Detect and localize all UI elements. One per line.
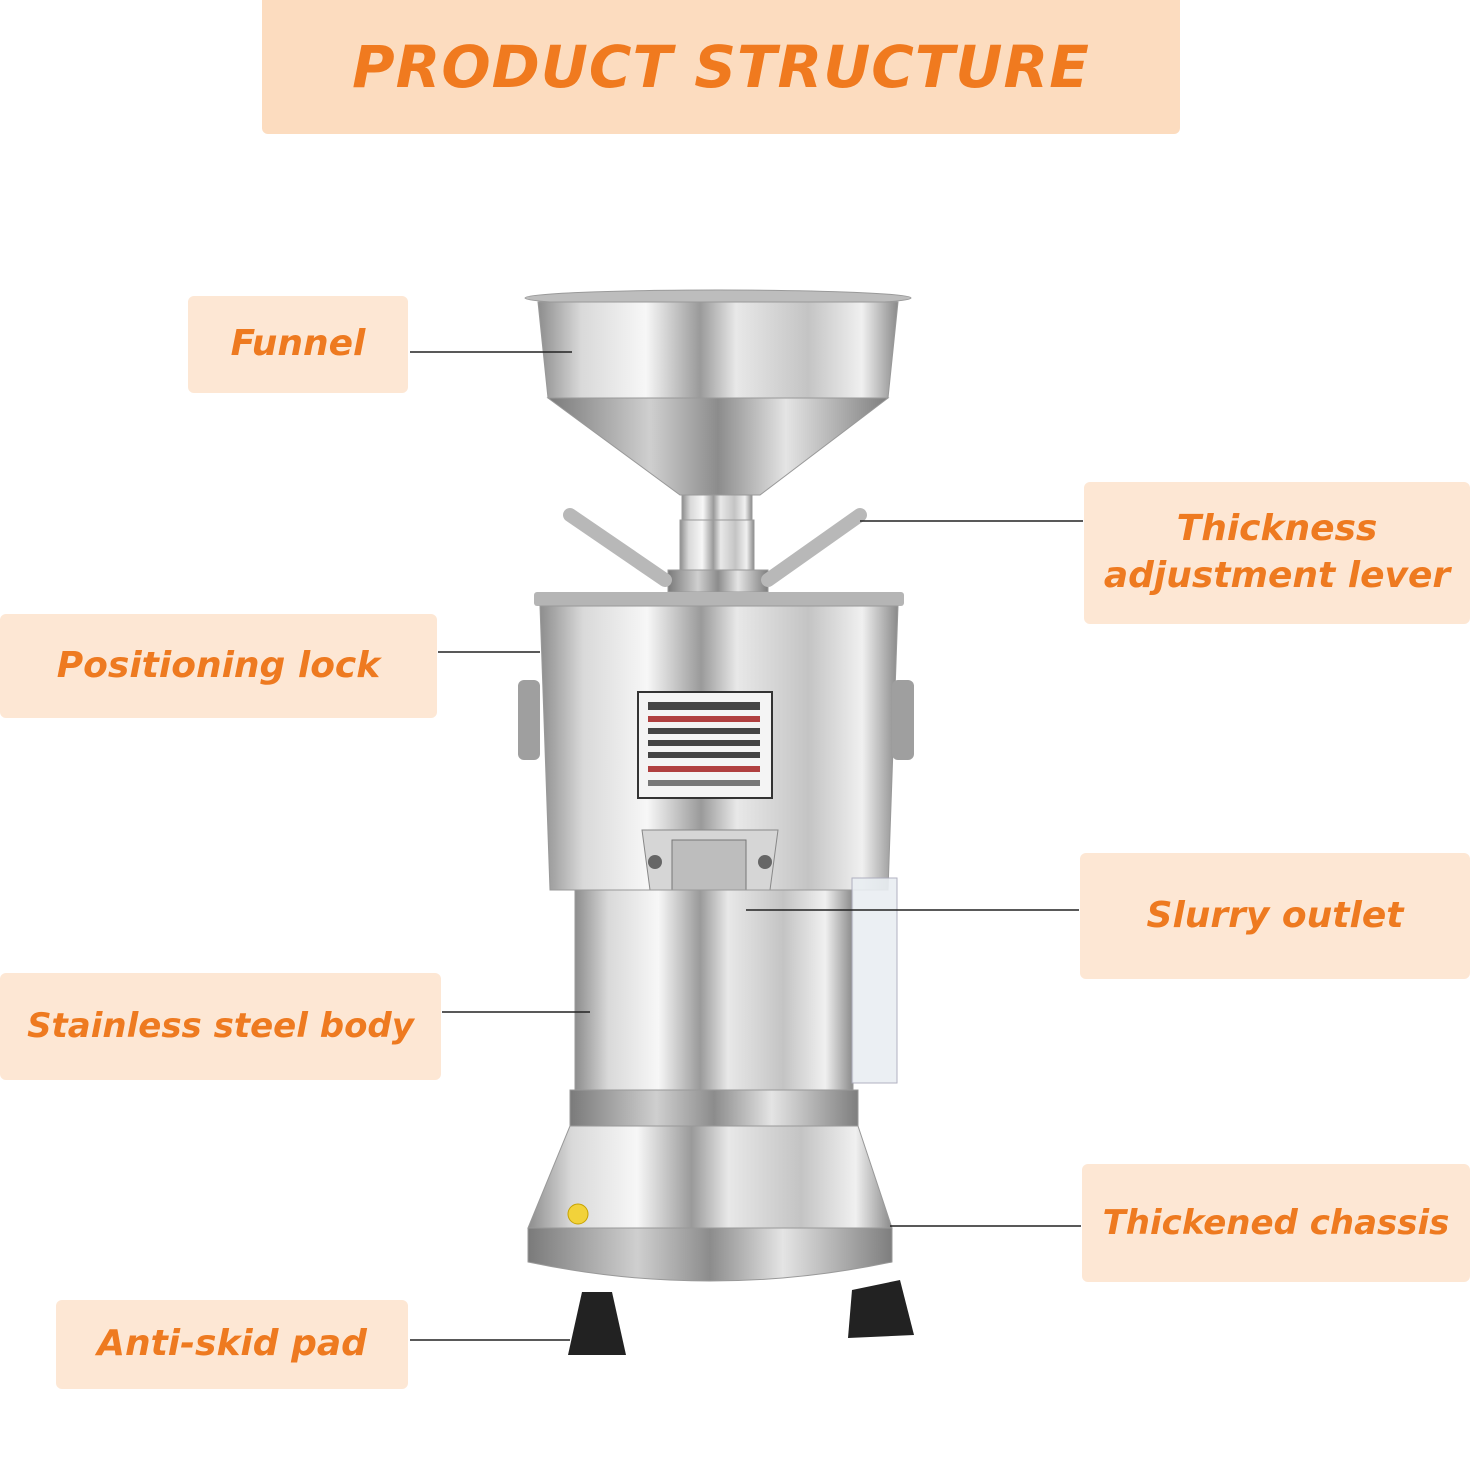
- label-thickness-adjustment-lever: Thickness adjustment lever: [1084, 482, 1470, 624]
- label-stainless-body-text: Stainless steel body: [27, 1006, 414, 1047]
- label-anti-skid-pad: Anti-skid pad: [56, 1300, 408, 1389]
- thickness-lever-part: [563, 508, 867, 587]
- label-anti-skid-pad-text: Anti-skid pad: [97, 1323, 367, 1365]
- anti-skid-pad-part: [568, 1280, 914, 1355]
- label-thickened-chassis-text: Thickened chassis: [1102, 1202, 1450, 1243]
- label-slurry-outlet: Slurry outlet: [1080, 853, 1470, 979]
- grinding-housing-part: [518, 592, 914, 891]
- label-funnel-text: Funnel: [230, 323, 366, 365]
- label-positioning-lock: Positioning lock: [0, 614, 437, 718]
- chassis-part: [527, 1125, 893, 1282]
- leader-lines: [410, 351, 1083, 1341]
- label-positioning-lock-text: Positioning lock: [56, 644, 381, 686]
- funnel-part: [524, 289, 912, 593]
- label-thickness-text-line1: Thickness: [1176, 508, 1378, 550]
- label-thickness-text-line2: adjustment lever: [1103, 555, 1451, 596]
- label-stainless-steel-body: Stainless steel body: [0, 973, 441, 1080]
- label-slurry-outlet-text: Slurry outlet: [1146, 894, 1404, 936]
- stainless-body-part: [569, 877, 898, 1137]
- title-banner: PRODUCT STRUCTURE: [262, 0, 1180, 134]
- page-title: PRODUCT STRUCTURE: [352, 33, 1090, 101]
- label-thickened-chassis: Thickened chassis: [1082, 1164, 1470, 1282]
- label-funnel: Funnel: [188, 296, 408, 393]
